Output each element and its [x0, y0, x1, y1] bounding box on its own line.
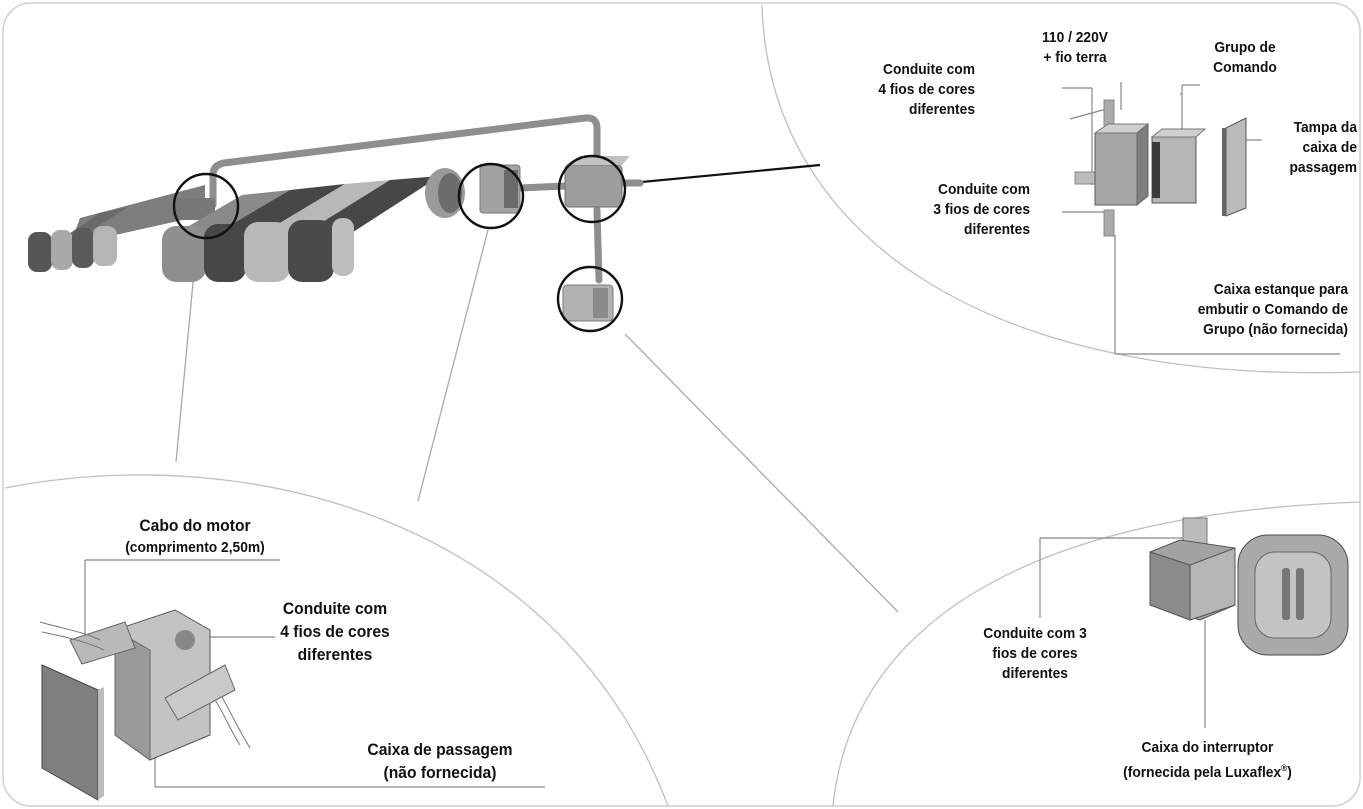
label-caixa-interruptor-sub: (fornecida pela Luxaflex®)	[1095, 758, 1320, 783]
label-caixa-passagem: Caixa de passagem (não fornecida)	[367, 740, 513, 782]
label-conduite-4-bottom: Conduite com 4 fios de cores diferentes	[280, 599, 390, 664]
label-voltage: 110 / 220V + fio terra	[1041, 29, 1108, 66]
detail-top-right	[1062, 82, 1340, 355]
registered-mark: ®	[1281, 763, 1288, 773]
top-right-detail-arc	[761, 4, 1361, 374]
label-caixa-interruptor: Caixa do interruptor	[1141, 739, 1274, 756]
leader-to-detail	[630, 163, 821, 185]
detail-bottom-left	[39, 559, 545, 801]
bottom-left-detail-arc	[4, 474, 669, 807]
detail-bottom-right	[1039, 517, 1349, 728]
label-conduite-3-top: Conduite com 3 fios de cores diferentes	[933, 181, 1030, 238]
label-conduite-4-top: Conduite com 4 fios de cores diferentes	[878, 61, 975, 118]
junction-boxes	[479, 156, 630, 322]
label-grupo-comando: Grupo de Comando	[1213, 39, 1277, 76]
label-luxaflex: (fornecida pela Luxaflex	[1123, 764, 1282, 781]
label-cabo-motor-sub: (comprimento 2,50m)	[125, 539, 265, 556]
bottom-right-detail-arc	[832, 501, 1361, 807]
label-conduite-3-bottom: Conduite com 3 fios de cores diferentes	[983, 625, 1087, 682]
closing-paren: )	[1287, 764, 1292, 781]
highlight-circles	[172, 154, 627, 333]
awning-right	[162, 168, 465, 282]
label-cabo-motor: Cabo do motor	[139, 516, 251, 535]
label-caixa-estanque: Caixa estanque para embutir o Comando de…	[1197, 281, 1348, 338]
label-tampa: Tampa da caixa de passagem	[1289, 119, 1357, 176]
awning-left	[28, 185, 215, 272]
